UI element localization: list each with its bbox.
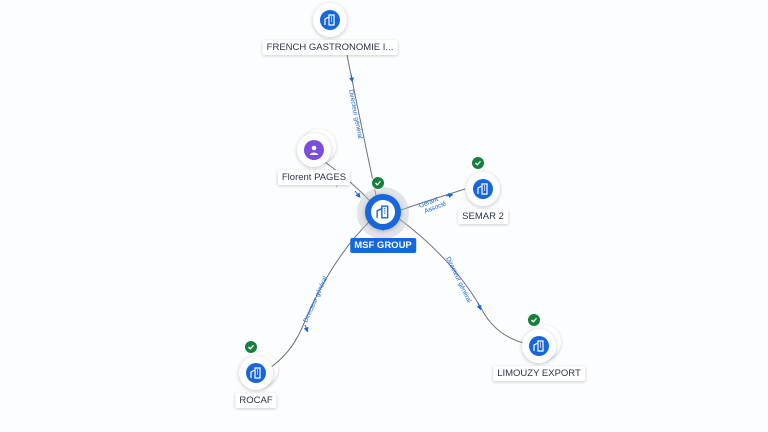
building-icon [529,336,549,356]
node-bubble[interactable] [313,0,347,37]
edge-label-rocaf: Directeur général [302,275,329,324]
node-bubble[interactable] [522,313,561,363]
node-bubble[interactable] [365,176,401,230]
person-icon [304,140,324,160]
edge-limouzy-export: Directeur général [397,217,529,345]
edge-label-limouzy: Directeur général [444,256,472,304]
verified-check-icon [244,340,258,354]
node-bubble[interactable] [297,129,336,167]
node-label[interactable]: SEMAR 2 [458,209,508,224]
building-icon [320,10,340,30]
node-bubble[interactable] [239,340,278,390]
building-icon [371,200,395,224]
verified-check-icon [471,156,485,170]
building-icon [473,179,493,199]
verified-check-icon [371,176,385,190]
edge-label-french: Directeur général [347,89,363,140]
node-label[interactable]: MSF GROUP [350,238,416,253]
verified-check-icon [527,313,541,327]
node-bubble[interactable] [466,156,500,206]
building-icon [246,363,266,383]
node-label[interactable]: ROCAF [235,393,277,408]
edge-label-semar: Gérant Associé [418,194,447,217]
node-label[interactable]: LIMOUZY EXPORT [493,366,585,381]
node-label[interactable]: FRENCH GASTRONOMIE I... [262,40,398,55]
node-label[interactable]: Florent PAGES [277,170,351,185]
